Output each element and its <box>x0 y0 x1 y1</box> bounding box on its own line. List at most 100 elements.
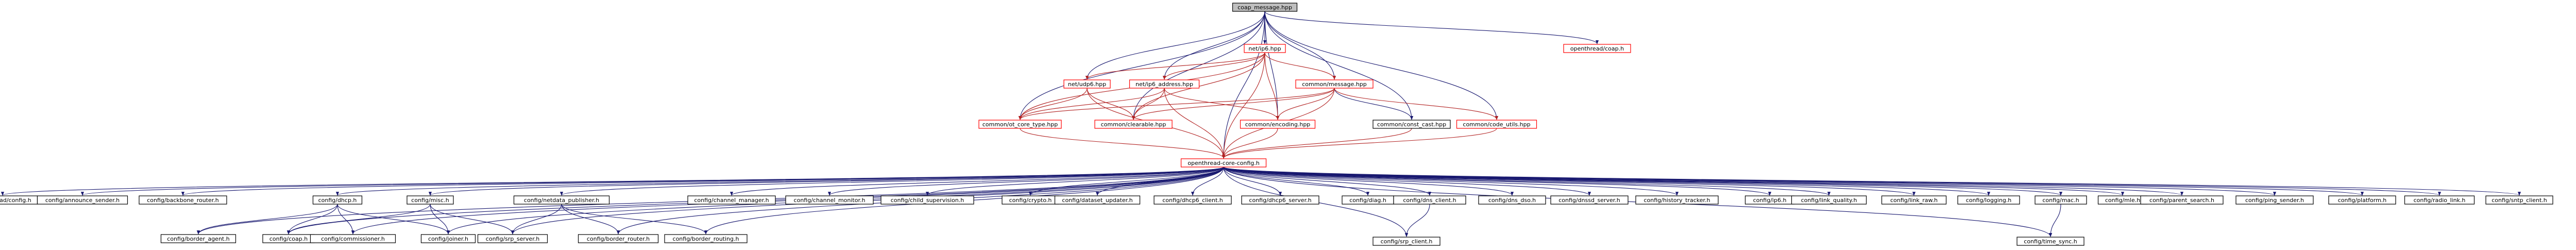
dependency-edge <box>1223 166 1431 196</box>
node-dhcp[interactable]: config/dhcp.h <box>312 195 363 205</box>
node-constcast[interactable]: common/const_cast.hpp <box>1372 120 1451 129</box>
node-box <box>578 234 659 243</box>
dependency-edge <box>1223 166 2183 196</box>
node-box <box>477 234 548 243</box>
node-label: config/commissioner.h <box>321 236 385 242</box>
node-udp6[interactable]: net/udp6.hpp <box>1063 79 1111 89</box>
node-dhcpcli[interactable]: config/dhcp6_client.h <box>1154 195 1232 205</box>
node-childsup[interactable]: config/child_supervision.h <box>880 195 974 205</box>
edge-corecfg-to-linkq <box>1223 166 1831 196</box>
node-timesync[interactable]: config/time_sync.h <box>2016 237 2084 246</box>
node-linkq[interactable]: config/link_quality.h <box>1791 195 1867 205</box>
node-label: config/child_supervision.h <box>891 197 964 204</box>
edge-netdata-to-brouter <box>561 204 620 235</box>
node-box <box>1232 3 1298 12</box>
node-coapcfg[interactable]: config/coap.h <box>262 234 315 243</box>
node-commis[interactable]: config/commissioner.h <box>310 234 396 243</box>
dependency-edge <box>1223 166 1679 196</box>
node-crypto[interactable]: config/crypto.h <box>1002 195 1059 205</box>
node-mac[interactable]: config/mac.h <box>2035 195 2087 205</box>
dependency-edge <box>1264 11 1336 80</box>
dependency-edge <box>1020 128 1225 159</box>
node-misc[interactable]: config/misc.h <box>406 195 454 205</box>
node-dnscli[interactable]: config/dns_client.h <box>1393 195 1466 205</box>
node-box <box>1563 44 1631 53</box>
node-linkraw[interactable]: config/link_raw.h <box>1881 195 1947 205</box>
node-ping[interactable]: config/ping_sender.h <box>2235 195 2314 205</box>
dependency-edge <box>1086 52 1265 80</box>
node-bagent[interactable]: config/border_agent.h <box>160 234 236 243</box>
dependency-edge <box>430 204 450 235</box>
edge-corecfg-to-parent <box>1223 166 2183 196</box>
edge-corecfg-to-childsup <box>926 166 1224 196</box>
node-box <box>1054 195 1141 205</box>
edge-dhcp-to-commis <box>337 204 355 235</box>
node-dataset[interactable]: config/dataset_updater.h <box>1054 195 1141 205</box>
node-srpsrv[interactable]: config/srp_server.h <box>477 234 548 243</box>
node-radiolink[interactable]: config/radio_link.h <box>2404 195 2475 205</box>
node-label: common/ot_core_type.hpp <box>982 121 1058 128</box>
dependency-edge <box>430 204 515 235</box>
dependency-edge <box>1334 88 1414 120</box>
node-label: openthread-core-config.h <box>1188 160 1259 166</box>
node-mle[interactable]: config/mle.h <box>2097 195 2148 205</box>
node-ip6cfg[interactable]: config/ip6.h <box>1744 195 1795 205</box>
node-box <box>1154 195 1232 205</box>
edge-root-to-codeutils <box>1264 11 1499 120</box>
edge-corecfg-to-hist <box>1223 166 1679 196</box>
node-label: common/code_utils.hpp <box>1463 121 1530 128</box>
node-label: config/parent_search.h <box>2149 197 2214 204</box>
node-parent[interactable]: config/parent_search.h <box>2140 195 2224 205</box>
node-ip6addr[interactable]: net/ip6_address.hpp <box>1129 79 1200 89</box>
node-message[interactable]: common/message.hpp <box>1295 79 1374 89</box>
node-box <box>2328 195 2396 205</box>
dependency-edge <box>1223 166 1282 196</box>
node-label: openthread/config.h <box>0 197 31 204</box>
node-otcoaph[interactable]: openthread/coap.h <box>1563 44 1631 53</box>
node-brouter[interactable]: config/border_router.h <box>578 234 659 243</box>
node-box <box>1791 195 1867 205</box>
edge-ip6addr-to-encoding <box>1164 88 1280 120</box>
node-box <box>420 234 476 243</box>
node-box <box>1550 195 1629 205</box>
node-label: config/dns_client.h <box>1403 197 1456 204</box>
edge-ip6addr-to-corecfg <box>1164 88 1226 159</box>
dependency-edge <box>1264 52 1280 120</box>
node-bbr[interactable]: config/backbone_router.h <box>139 195 227 205</box>
node-box <box>1393 195 1466 205</box>
node-platform[interactable]: config/platform.h <box>2328 195 2396 205</box>
node-codeutils[interactable]: common/code_utils.hpp <box>1456 120 1537 129</box>
dependency-edge <box>1223 166 1771 196</box>
node-dnssd[interactable]: config/dnssd_server.h <box>1550 195 1629 205</box>
node-box <box>2404 195 2475 205</box>
node-hist[interactable]: config/history_tracker.h <box>1635 195 1719 205</box>
node-label: config/ping_sender.h <box>2245 197 2304 204</box>
node-dhcpsrv[interactable]: config/dhcp6_server.h <box>1241 195 1319 205</box>
node-otconfig[interactable]: openthread/config.h <box>0 195 38 205</box>
edge-root-to-corecfg <box>1222 11 1265 159</box>
node-chmgr[interactable]: config/channel_manager.h <box>687 195 776 205</box>
dependency-edge <box>1085 11 1265 80</box>
node-encoding[interactable]: common/encoding.hpp <box>1240 120 1316 129</box>
node-oclow[interactable]: common/ot_core_type.hpp <box>978 120 1062 129</box>
dependency-edge <box>2048 204 2061 237</box>
edge-corecfg-to-mac <box>1223 166 2062 196</box>
node-ip6hpp[interactable]: net/ip6.hpp <box>1244 44 1286 53</box>
node-dnsdso[interactable]: config/dns_dso.h <box>1478 195 1546 205</box>
node-logging[interactable]: config/logging.h <box>1957 195 2020 205</box>
dependency-edge <box>926 166 1224 196</box>
node-diag[interactable]: config/diag.h <box>1342 195 1394 205</box>
dependency-edge <box>1223 166 2062 196</box>
edge-constcast-to-corecfg <box>1222 128 1412 159</box>
node-srpcli[interactable]: config/srp_client.h <box>1372 237 1440 246</box>
node-ann[interactable]: config/announce_sender.h <box>37 195 128 205</box>
node-netdata[interactable]: config/netdata_publisher.h <box>513 195 610 205</box>
node-clearable[interactable]: common/clearable.hpp <box>1094 120 1173 129</box>
node-joiner[interactable]: config/joiner.h <box>420 234 476 243</box>
node-brouting[interactable]: config/border_routing.h <box>664 234 748 243</box>
node-sntp[interactable]: config/sntp_client.h <box>2485 195 2553 205</box>
node-corecfg[interactable]: openthread-core-config.h <box>1180 158 1267 168</box>
node-box <box>785 195 874 205</box>
dependency-edge <box>1222 128 1412 159</box>
node-chmon[interactable]: config/channel_monitor.h <box>785 195 874 205</box>
